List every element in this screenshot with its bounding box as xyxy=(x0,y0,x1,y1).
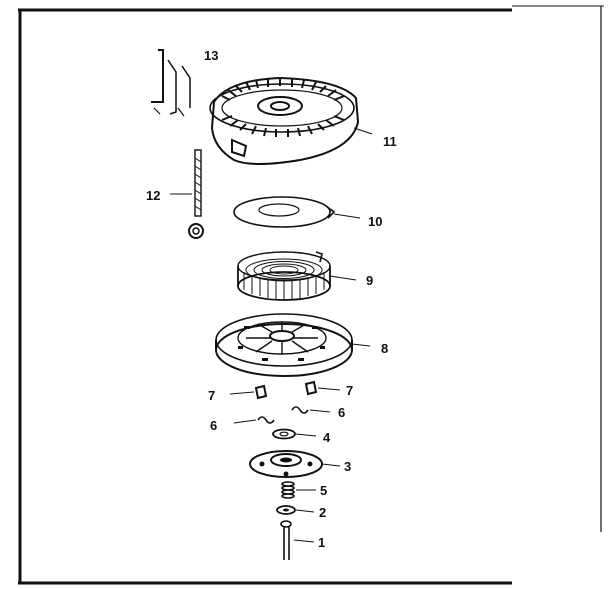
callout-6-right: 6 xyxy=(338,405,345,420)
part-1-pin xyxy=(280,520,315,560)
part-8-pulley xyxy=(215,313,371,377)
part-13-bracket xyxy=(151,49,191,117)
part-6-springs xyxy=(233,406,331,424)
callout-1: 1 xyxy=(318,535,325,550)
part-11-housing xyxy=(209,76,373,165)
part-5-spring xyxy=(281,481,316,499)
part-2-washer xyxy=(276,505,315,515)
part-3-hub xyxy=(249,450,341,478)
part-10-plate xyxy=(233,196,361,228)
part-12-screw xyxy=(170,149,204,239)
callout-3: 3 xyxy=(344,459,351,474)
frame xyxy=(18,5,604,585)
callout-6-left: 6 xyxy=(210,418,217,433)
callout-13: 13 xyxy=(204,48,218,63)
callout-11: 11 xyxy=(383,134,397,149)
callout-10: 10 xyxy=(368,214,382,229)
callout-9: 9 xyxy=(366,273,373,288)
part-9-spring xyxy=(237,251,357,301)
callout-8: 8 xyxy=(381,341,388,356)
callout-7-left: 7 xyxy=(208,388,215,403)
callout-4: 4 xyxy=(323,430,331,445)
part-7-pawls xyxy=(229,380,341,400)
callout-labels: 13 11 12 10 9 8 7 7 6 6 4 3 5 2 1 xyxy=(146,48,397,550)
callout-12: 12 xyxy=(146,188,160,203)
part-4-washer xyxy=(272,428,317,440)
callout-7-right: 7 xyxy=(346,383,353,398)
callout-5: 5 xyxy=(320,483,327,498)
callout-2: 2 xyxy=(319,505,326,520)
